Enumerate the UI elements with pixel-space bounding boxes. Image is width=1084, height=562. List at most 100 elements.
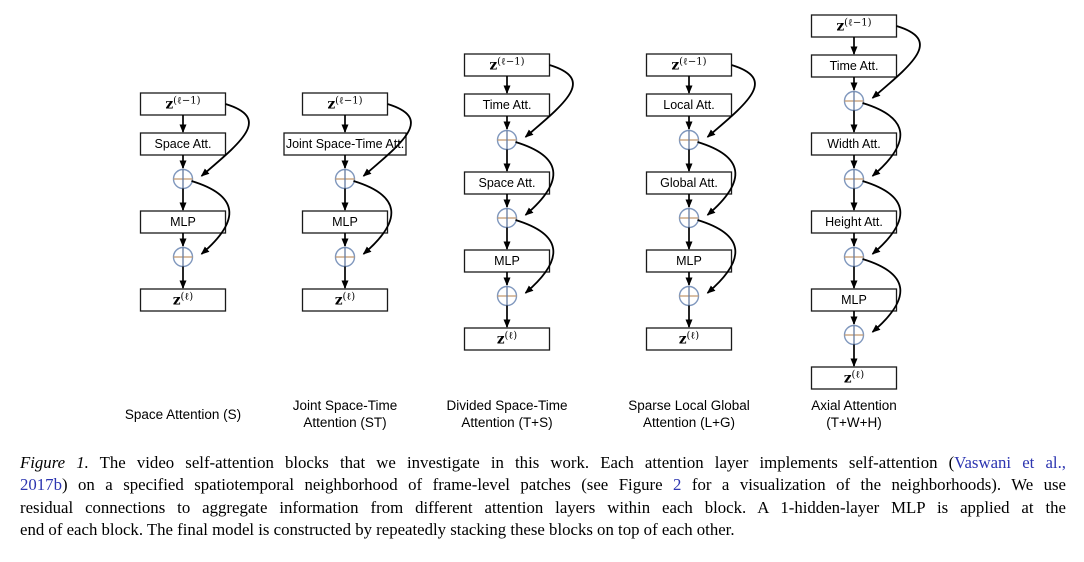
residual-add-icon — [334, 246, 356, 268]
layer-box: Height Att. — [810, 210, 898, 234]
caption-line: 2017b) on a specified spatiotemporal nei… — [20, 474, 1066, 496]
layer-box: Time Att. — [810, 54, 898, 78]
layer-label: Height Att. — [825, 215, 883, 229]
layer-label: Space Att. — [155, 137, 212, 151]
residual-add-icon — [843, 90, 865, 112]
layer-label: MLP — [332, 215, 358, 229]
skip-connection-arrow — [862, 258, 902, 333]
layer-box: MLP — [810, 288, 898, 312]
residual-add-icon — [678, 129, 700, 151]
column-axial-attention: z(ℓ−1) Time Att. Width Att. Height Att. MLP z… — [810, 14, 921, 390]
attention-blocks-diagram: z(ℓ−1) Space Att. MLP z(ℓ) z(ℓ−1) Joint Space… — [124, 14, 944, 432]
skip-connection-arrow — [871, 25, 921, 99]
layer-box: Joint Space-Time Att. — [283, 132, 407, 156]
token-label: z(ℓ) — [173, 292, 193, 309]
column-label-line: Attention (T+S) — [461, 415, 553, 430]
caption-text: for a visualization of the neighborhoods… — [681, 475, 1066, 495]
residual-add-icon — [678, 285, 700, 307]
layer-label: Global Att. — [660, 176, 718, 190]
io-token-box: z(ℓ) — [301, 288, 389, 312]
diagram-canvas: z(ℓ−1) Space Att. MLP z(ℓ) z(ℓ−1) Joint Space… — [139, 14, 921, 390]
skip-connection-arrow — [191, 180, 231, 255]
column-label-line: Axial Attention — [811, 398, 897, 413]
residual-add-icon — [334, 168, 356, 190]
skip-connection-arrow — [524, 64, 574, 138]
token-label: z(ℓ−1) — [327, 96, 362, 113]
token-label: z(ℓ) — [497, 331, 517, 348]
layer-label: MLP — [676, 254, 702, 268]
token-label: z(ℓ) — [844, 370, 864, 387]
layer-box: Width Att. — [810, 132, 898, 156]
caption-text: ) on a specified spatiotemporal neighbor… — [61, 475, 673, 495]
column-label-line: Divided Space-Time — [446, 398, 568, 413]
layer-label: Width Att. — [827, 137, 881, 151]
io-token-box: z(ℓ−1) — [139, 92, 227, 116]
residual-add-icon — [496, 207, 518, 229]
column-label-axial-attention: Axial Attention (T+W+H) — [764, 396, 944, 432]
column-label-line: Sparse Local Global — [628, 398, 750, 413]
column-label-line: Joint Space-Time — [292, 398, 398, 413]
skip-connection-arrow — [862, 180, 902, 255]
residual-add-icon — [172, 246, 194, 268]
skip-connection-arrow — [362, 103, 412, 177]
io-token-box: z(ℓ) — [139, 288, 227, 312]
residual-add-icon — [172, 168, 194, 190]
io-token-box: z(ℓ−1) — [645, 53, 733, 77]
layer-label: MLP — [494, 254, 520, 268]
column-label-line: Space Attention (S) — [124, 406, 242, 422]
layer-box: MLP — [463, 249, 551, 273]
io-token-box: z(ℓ) — [810, 366, 898, 390]
layer-box: Space Att. — [139, 132, 227, 156]
skip-connection-arrow — [706, 64, 756, 138]
residual-add-icon — [843, 168, 865, 190]
column-label-line: (T+W+H) — [826, 415, 882, 430]
token-label: z(ℓ−1) — [836, 18, 871, 35]
io-token-box: z(ℓ) — [645, 327, 733, 351]
skip-connection-arrow — [862, 102, 902, 177]
layer-box: MLP — [645, 249, 733, 273]
column-joint-space-time-attention: z(ℓ−1) Joint Space-Time Att. MLP z(ℓ) — [283, 92, 412, 312]
layer-label: Time Att. — [483, 98, 532, 112]
layer-box: Local Att. — [645, 93, 733, 117]
residual-add-icon — [496, 285, 518, 307]
skip-connection-arrow — [353, 180, 393, 255]
citation-link[interactable]: Vaswani et al., — [954, 453, 1066, 472]
column-label-line: Attention (ST) — [303, 415, 387, 430]
residual-add-icon — [496, 129, 518, 151]
caption-line: end of each block. The final model is co… — [20, 519, 1066, 541]
column-sparse-local-global-attention: z(ℓ−1) Local Att. Global Att. MLP z(ℓ) — [645, 53, 756, 351]
layer-box: Time Att. — [463, 93, 551, 117]
column-divided-space-time-attention: z(ℓ−1) Time Att. Space Att. MLP z(ℓ) — [463, 53, 574, 351]
io-token-box: z(ℓ−1) — [463, 53, 551, 77]
token-label: z(ℓ) — [335, 292, 355, 309]
citation-link[interactable]: 2017b — [20, 475, 62, 495]
skip-connection-arrow — [515, 141, 555, 216]
io-token-box: z(ℓ−1) — [301, 92, 389, 116]
figure-number-label: Figure 1. — [20, 453, 89, 472]
layer-label: Local Att. — [663, 98, 714, 112]
citation-link[interactable]: 2 — [673, 475, 682, 495]
skip-connection-arrow — [200, 103, 250, 177]
skip-connection-arrow — [515, 219, 555, 294]
skip-connection-arrow — [697, 141, 737, 216]
caption-text: end of each block. The final model is co… — [20, 520, 735, 540]
figure-caption: Figure 1. The video self-attention block… — [20, 452, 1066, 542]
caption-text: residual connections to aggregate inform… — [20, 497, 1066, 517]
token-label: z(ℓ) — [679, 331, 699, 348]
layer-label: Time Att. — [830, 59, 879, 73]
residual-add-icon — [678, 207, 700, 229]
residual-add-icon — [843, 324, 865, 346]
caption-line: residual connections to aggregate inform… — [20, 497, 1066, 519]
token-label: z(ℓ−1) — [489, 57, 524, 74]
caption-text: The video self-attention blocks that we … — [88, 453, 955, 472]
residual-add-icon — [843, 246, 865, 268]
layer-box: Space Att. — [463, 171, 551, 195]
layer-label: Joint Space-Time Att. — [286, 137, 404, 151]
io-token-box: z(ℓ) — [463, 327, 551, 351]
io-token-box: z(ℓ−1) — [810, 14, 898, 38]
